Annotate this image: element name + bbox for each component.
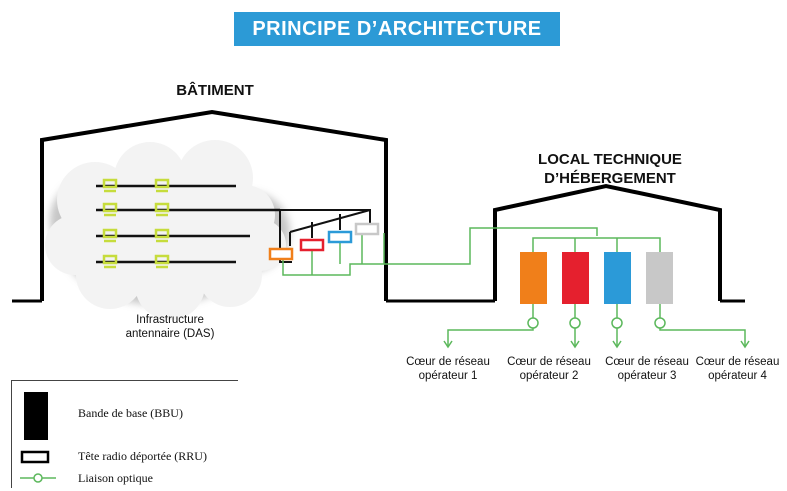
page-title: PRINCIPE D’ARCHITECTURE <box>234 12 560 46</box>
antenna-icon <box>154 254 170 269</box>
bbu-operator-2 <box>562 252 589 304</box>
operator-4-line1: Cœur de réseau <box>695 356 780 368</box>
das-label: Infrastructure antennaire (DAS) <box>95 313 245 341</box>
rru-connections <box>279 209 371 263</box>
tech-room-label-line2: D’HÉBERGEMENT <box>544 170 676 187</box>
bbu-operator-1 <box>520 252 547 304</box>
legend-rru-icon <box>20 450 50 464</box>
legend-icons <box>20 392 56 483</box>
legend-fiber-icon <box>20 473 56 483</box>
antenna-icon <box>102 254 118 269</box>
legend <box>11 380 238 488</box>
rru-grey <box>354 222 380 236</box>
building-label: BÂTIMENT <box>176 82 254 99</box>
legend-fiber-label: Liaison optique <box>78 471 153 485</box>
operator-3-line2: opérateur 3 <box>617 370 677 382</box>
antenna-icon <box>154 178 170 193</box>
rru-units <box>268 222 380 261</box>
operator-1-line1: Cœur de réseau <box>406 356 490 368</box>
legend-bbu-label: Bande de base (BBU) <box>78 406 183 420</box>
fiber-links <box>282 227 750 349</box>
rru-red <box>299 238 325 252</box>
operator-label-3: Cœur de réseau opérateur 3 <box>592 355 702 383</box>
tech-room-label-line1: LOCAL TECHNIQUE <box>538 151 682 168</box>
operator-label-2: Cœur de réseau opérateur 2 <box>494 355 604 383</box>
rru-blue <box>327 230 353 244</box>
rru-orange <box>268 247 294 261</box>
antenna-icon <box>154 228 170 243</box>
building-outline <box>40 109 388 301</box>
antennas <box>102 178 170 269</box>
bbu-units <box>520 252 673 304</box>
antenna-icon <box>154 202 170 217</box>
antenna-icon <box>102 178 118 193</box>
legend-rru-label: Tête radio déportée (RRU) <box>78 449 207 463</box>
operator-4-line2: opérateur 4 <box>708 370 767 382</box>
das-label-line1: Infrastructure <box>136 314 204 326</box>
operator-label-1: Cœur de réseau opérateur 1 <box>393 355 503 383</box>
operator-3-line1: Cœur de réseau <box>605 356 689 368</box>
antenna-icon <box>102 228 118 243</box>
tech-room-label: LOCAL TECHNIQUE D’HÉBERGEMENT <box>500 150 720 188</box>
operator-1-line2: opérateur 1 <box>418 370 478 382</box>
legend-bbu-icon <box>24 392 48 440</box>
operator-label-4: Cœur de réseau opérateur 4 <box>688 355 787 383</box>
das-label-line2: antennaire (DAS) <box>125 328 215 340</box>
bbu-operator-4 <box>646 252 673 304</box>
operator-2-line1: Cœur de réseau <box>507 356 591 368</box>
antenna-icon <box>102 202 118 217</box>
operator-2-line2: opérateur 2 <box>519 370 579 382</box>
tech-room-outline <box>493 183 722 301</box>
bbu-operator-3 <box>604 252 631 304</box>
